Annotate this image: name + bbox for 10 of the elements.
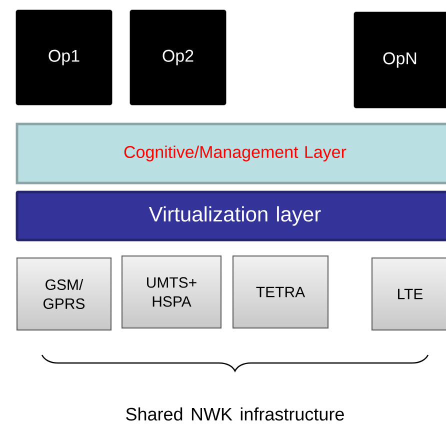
virtualization-layer-band: Virtualization layer bbox=[16, 190, 446, 242]
caption-text: Shared NWK infrastructure bbox=[126, 407, 344, 421]
operator-box: OpN bbox=[354, 12, 446, 108]
technology-box: GSM/ GPRS bbox=[16, 257, 112, 330]
operator-box: Op2 bbox=[130, 10, 226, 106]
operator-box: Op1 bbox=[16, 10, 112, 106]
technology-box: TETRA bbox=[232, 255, 328, 328]
management-layer-band: Cognitive/Management Layer bbox=[16, 122, 446, 184]
technology-box: LTE bbox=[372, 257, 446, 330]
technology-box: UMTS+ HSPA bbox=[122, 255, 222, 328]
